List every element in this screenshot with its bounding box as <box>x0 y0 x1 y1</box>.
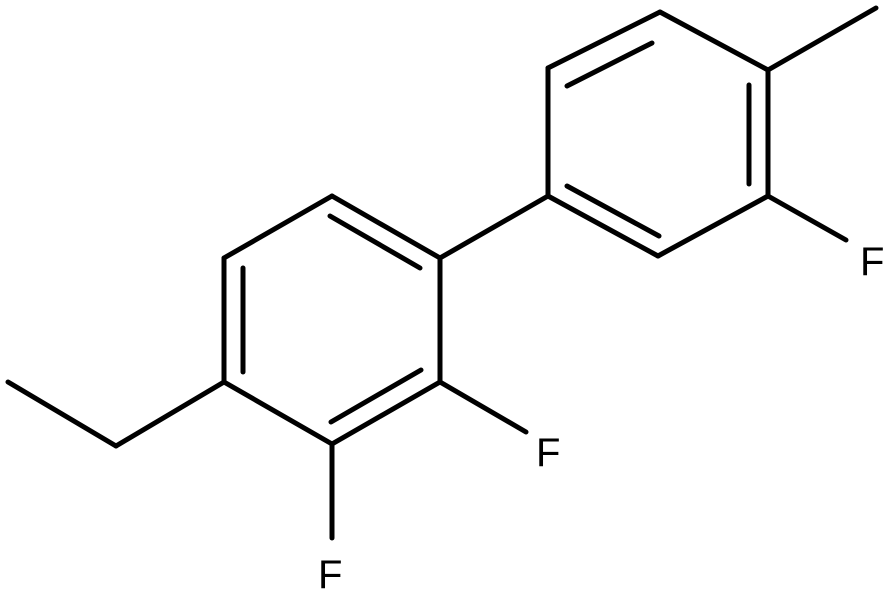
ethyl-bond-2 <box>5 379 119 449</box>
methyl-bond <box>765 5 879 73</box>
bond-a2 <box>657 9 771 73</box>
fluorine-label-2: F <box>536 431 560 475</box>
bond-b2 <box>329 193 443 261</box>
substituent-bonds <box>5 5 879 541</box>
ring-b <box>221 193 443 447</box>
fluoro-bond-2 <box>437 379 529 435</box>
fluorine-label-1: F <box>860 240 884 284</box>
bond-a5 <box>545 193 661 259</box>
bond-b4-inner <box>328 367 424 425</box>
bond-b2-inner <box>327 213 423 271</box>
bond-a5-inner <box>564 183 662 239</box>
bond-a4 <box>655 193 771 259</box>
biaryl-bond <box>437 193 551 261</box>
ring-a <box>545 9 771 259</box>
ethyl-bond-1 <box>113 379 227 449</box>
bond-a1-inner <box>564 40 655 89</box>
bond-a1 <box>545 9 663 71</box>
fluorine-label-3: F <box>318 553 342 597</box>
bond-b5 <box>221 379 335 447</box>
fluoro-bond-1 <box>765 193 849 243</box>
bond-b4 <box>329 379 443 447</box>
bond-b1 <box>221 193 335 261</box>
